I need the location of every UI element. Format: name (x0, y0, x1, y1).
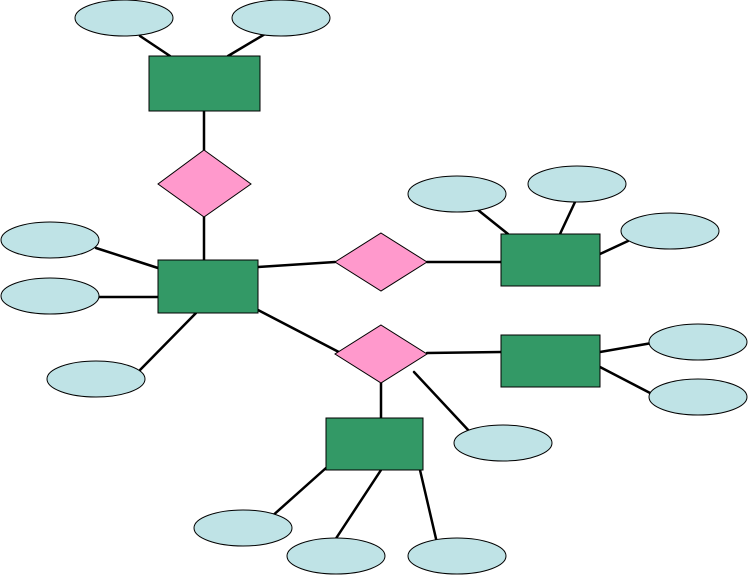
edge-rel-lower-to-entity (425, 350, 503, 355)
edge-attr-ru-3 (598, 239, 630, 256)
edge-attr-rl-1 (598, 341, 654, 354)
edge-attr-bottom-3 (418, 468, 439, 545)
edge-attr-center-3 (138, 311, 198, 372)
entity-center (157, 259, 259, 314)
attribute-right-upper-2 (527, 165, 627, 203)
attribute-center-3 (46, 360, 146, 398)
attribute-right-lower-2 (648, 378, 748, 416)
attribute-center-2 (0, 277, 100, 315)
entity-right-upper (500, 233, 601, 287)
edge-attr-rl-2 (598, 365, 654, 396)
attribute-bottom-3 (407, 537, 507, 575)
edge-attr-top-right (226, 32, 267, 58)
edge-attr-center-1 (94, 246, 160, 270)
attribute-top-right (231, 0, 331, 37)
edge-attr-bottom-2 (331, 468, 383, 545)
edge-attr-top-left (138, 34, 172, 58)
attribute-right-lower-1 (648, 323, 748, 361)
attribute-top-left (74, 0, 174, 37)
relationship-lower (334, 324, 428, 384)
relationship-top (157, 149, 252, 218)
entity-bottom (325, 417, 424, 471)
entities (148, 55, 601, 471)
attribute-right-upper-3 (620, 212, 720, 250)
relationship-right-upper (334, 232, 428, 292)
attribute-relationship-lower (453, 424, 553, 462)
attribute-bottom-2 (286, 537, 386, 575)
edge-attr-ru-2 (558, 200, 577, 236)
edge-attr-ru-1 (476, 208, 510, 236)
attribute-right-upper-1 (407, 175, 507, 213)
entity-right-lower (500, 334, 601, 388)
attribute-bottom-1 (193, 509, 293, 547)
edge-center-to-rel-upper (256, 260, 337, 269)
edge-attr-bottom-1 (268, 466, 328, 520)
relationships (157, 149, 428, 384)
edge-attr-rel-lower (412, 370, 472, 434)
entity-top (148, 55, 261, 112)
attribute-center-1 (0, 221, 100, 259)
